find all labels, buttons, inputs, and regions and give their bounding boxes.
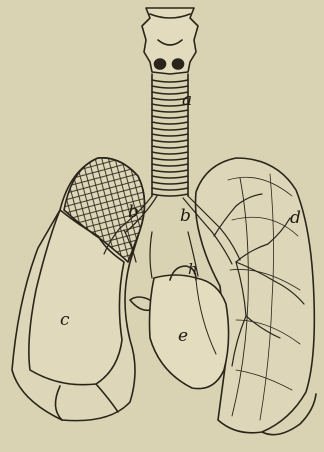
label-b-left: b [128,204,139,221]
lung-c [12,158,145,421]
label-d: d [290,210,301,227]
label-h: h [188,262,198,277]
label-b-right: b [180,208,191,225]
label-c: c [60,312,70,329]
larynx [142,8,198,74]
label-a: a [182,92,192,109]
label-e: e [178,328,188,345]
